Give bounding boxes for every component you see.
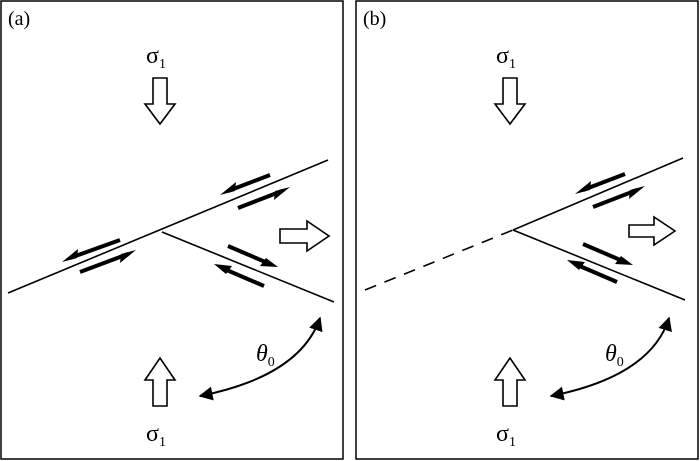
panel-frame	[355, 0, 699, 460]
panel-a-drawing	[0, 0, 344, 460]
inactive-fault-dashed-line	[364, 229, 514, 291]
slip-arrows-branch-icon	[214, 244, 278, 288]
extension-arrow-right-icon	[628, 215, 677, 247]
compression-arrow-down-icon	[143, 77, 177, 126]
slip-arrows-upper-icon	[575, 172, 645, 209]
branch-fault-line	[161, 231, 335, 303]
upper-fault-line	[512, 157, 684, 231]
main-fault-line	[7, 159, 329, 294]
theta-angle-label: θ0	[256, 341, 275, 370]
slip-arrows-lower-icon	[567, 242, 633, 284]
compression-arrow-down-icon	[493, 77, 527, 126]
compression-arrow-up-icon	[143, 356, 177, 407]
lower-fault-line	[512, 229, 686, 301]
slip-arrows-upper-icon	[220, 173, 290, 210]
panel-frame	[0, 0, 344, 460]
panel-a: (a) σ1 σ1 θ0	[0, 0, 345, 461]
panel-label: (b)	[363, 8, 387, 30]
sigma-top-label: σ1	[146, 43, 166, 72]
curved-angle-arrow-icon	[549, 316, 672, 401]
theta-angle-label: θ0	[605, 341, 624, 370]
sigma-top-label: σ1	[496, 43, 516, 72]
extension-arrow-right-icon	[279, 219, 331, 253]
compression-arrow-up-icon	[493, 356, 527, 407]
sigma-bottom-label: σ1	[496, 421, 516, 450]
slip-arrows-left-icon	[62, 238, 136, 274]
panel-b-drawing	[355, 0, 699, 460]
panel-label: (a)	[8, 8, 31, 30]
curved-angle-arrow-icon	[198, 316, 323, 401]
panel-b: (b) σ1 σ1 θ0	[355, 0, 700, 461]
sigma-bottom-label: σ1	[146, 421, 166, 450]
